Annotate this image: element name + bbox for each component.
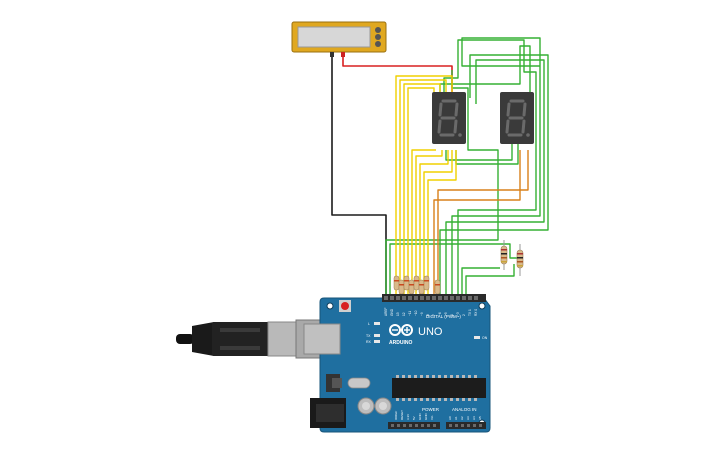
svg-text:~6: ~6 [438, 312, 442, 316]
svg-text:12: 12 [402, 312, 406, 316]
microcontroller-chip [392, 375, 486, 401]
yellow-wire-bundle[interactable] [395, 75, 457, 297]
svg-text:5V: 5V [412, 416, 416, 420]
svg-text:A0: A0 [448, 416, 452, 420]
analog-header[interactable] [446, 422, 486, 429]
svg-text:TX: TX [366, 334, 371, 338]
crystal [347, 377, 371, 389]
svg-text:IOREF: IOREF [394, 411, 398, 420]
wire-black-gnd[interactable] [331, 57, 387, 297]
svg-text:GND: GND [418, 413, 422, 421]
svg-text:AREF: AREF [384, 307, 388, 316]
seven-segment-display-icon [437, 99, 459, 137]
svg-text:4: 4 [450, 314, 454, 316]
svg-text:~9: ~9 [420, 312, 424, 316]
green-wire-bundle[interactable] [385, 37, 549, 297]
svg-text:Vin: Vin [430, 415, 434, 420]
svg-text:A2: A2 [460, 416, 464, 420]
analog-pin-labels: A0 A1 A2 A3 A4 A5 [448, 416, 482, 420]
power-header[interactable] [388, 422, 440, 429]
wire-red-power[interactable] [342, 57, 453, 92]
svg-text:A3: A3 [466, 416, 470, 420]
seven-segment-display-1[interactable]: 8. [432, 92, 466, 153]
capacitors [357, 397, 392, 415]
power-label: POWER [422, 407, 440, 412]
svg-text:ON: ON [482, 336, 488, 340]
digital-pin-labels: AREF GND 13 12 ~11 ~10 ~9 8 7 ~6 ~5 4 ~3… [384, 307, 478, 316]
reset-button[interactable] [339, 300, 351, 312]
display-1-value: 8. [449, 151, 451, 153]
model-label: UNO [418, 326, 443, 338]
svg-text:2: 2 [462, 314, 466, 316]
digital-label: DIGITAL (PWM~) [426, 314, 461, 319]
resistor-2[interactable] [516, 244, 524, 276]
seven-segment-display-icon [505, 99, 527, 137]
orange-wire-bundle[interactable] [433, 150, 529, 297]
seven-segment-display-2[interactable]: 8. [500, 92, 534, 153]
svg-text:A5: A5 [478, 416, 482, 420]
status-leds: L TX RX ON [366, 322, 488, 344]
svg-text:L: L [368, 322, 370, 326]
wires[interactable] [331, 37, 549, 297]
svg-text:GND: GND [424, 413, 428, 421]
svg-text:RESET: RESET [400, 410, 404, 420]
svg-text:RX: RX [366, 340, 372, 344]
svg-text:RX 0: RX 0 [474, 309, 478, 316]
svg-text:TX 1: TX 1 [468, 309, 472, 316]
svg-text:~11: ~11 [408, 311, 412, 316]
svg-text:13: 13 [396, 312, 400, 316]
svg-text:GND: GND [390, 308, 394, 316]
svg-text:3.3V: 3.3V [406, 414, 410, 420]
arduino-uno-board[interactable]: AREF GND 13 12 ~11 ~10 ~9 8 7 ~6 ~5 4 ~3… [303, 294, 491, 433]
pin-resistor-row[interactable] [393, 275, 441, 295]
usb-jack [303, 323, 341, 355]
svg-text:~3: ~3 [456, 312, 460, 316]
svg-text:~5: ~5 [444, 312, 448, 316]
svg-text:A1: A1 [454, 416, 458, 420]
svg-text:7: 7 [432, 314, 436, 316]
svg-text:A4: A4 [472, 416, 476, 420]
brand-label: ARDUINO [389, 340, 412, 346]
power-pin-labels: IOREF RESET 3.3V 5V GND GND Vin [394, 410, 434, 420]
arduino-logo-icon [389, 324, 413, 336]
svg-text:~10: ~10 [414, 310, 418, 316]
svg-text:8: 8 [426, 314, 430, 316]
power-jack [310, 398, 346, 428]
analog-label: ANALOG IN [452, 407, 477, 412]
resistor-1[interactable] [500, 240, 508, 270]
battery-icon[interactable] [291, 21, 387, 57]
